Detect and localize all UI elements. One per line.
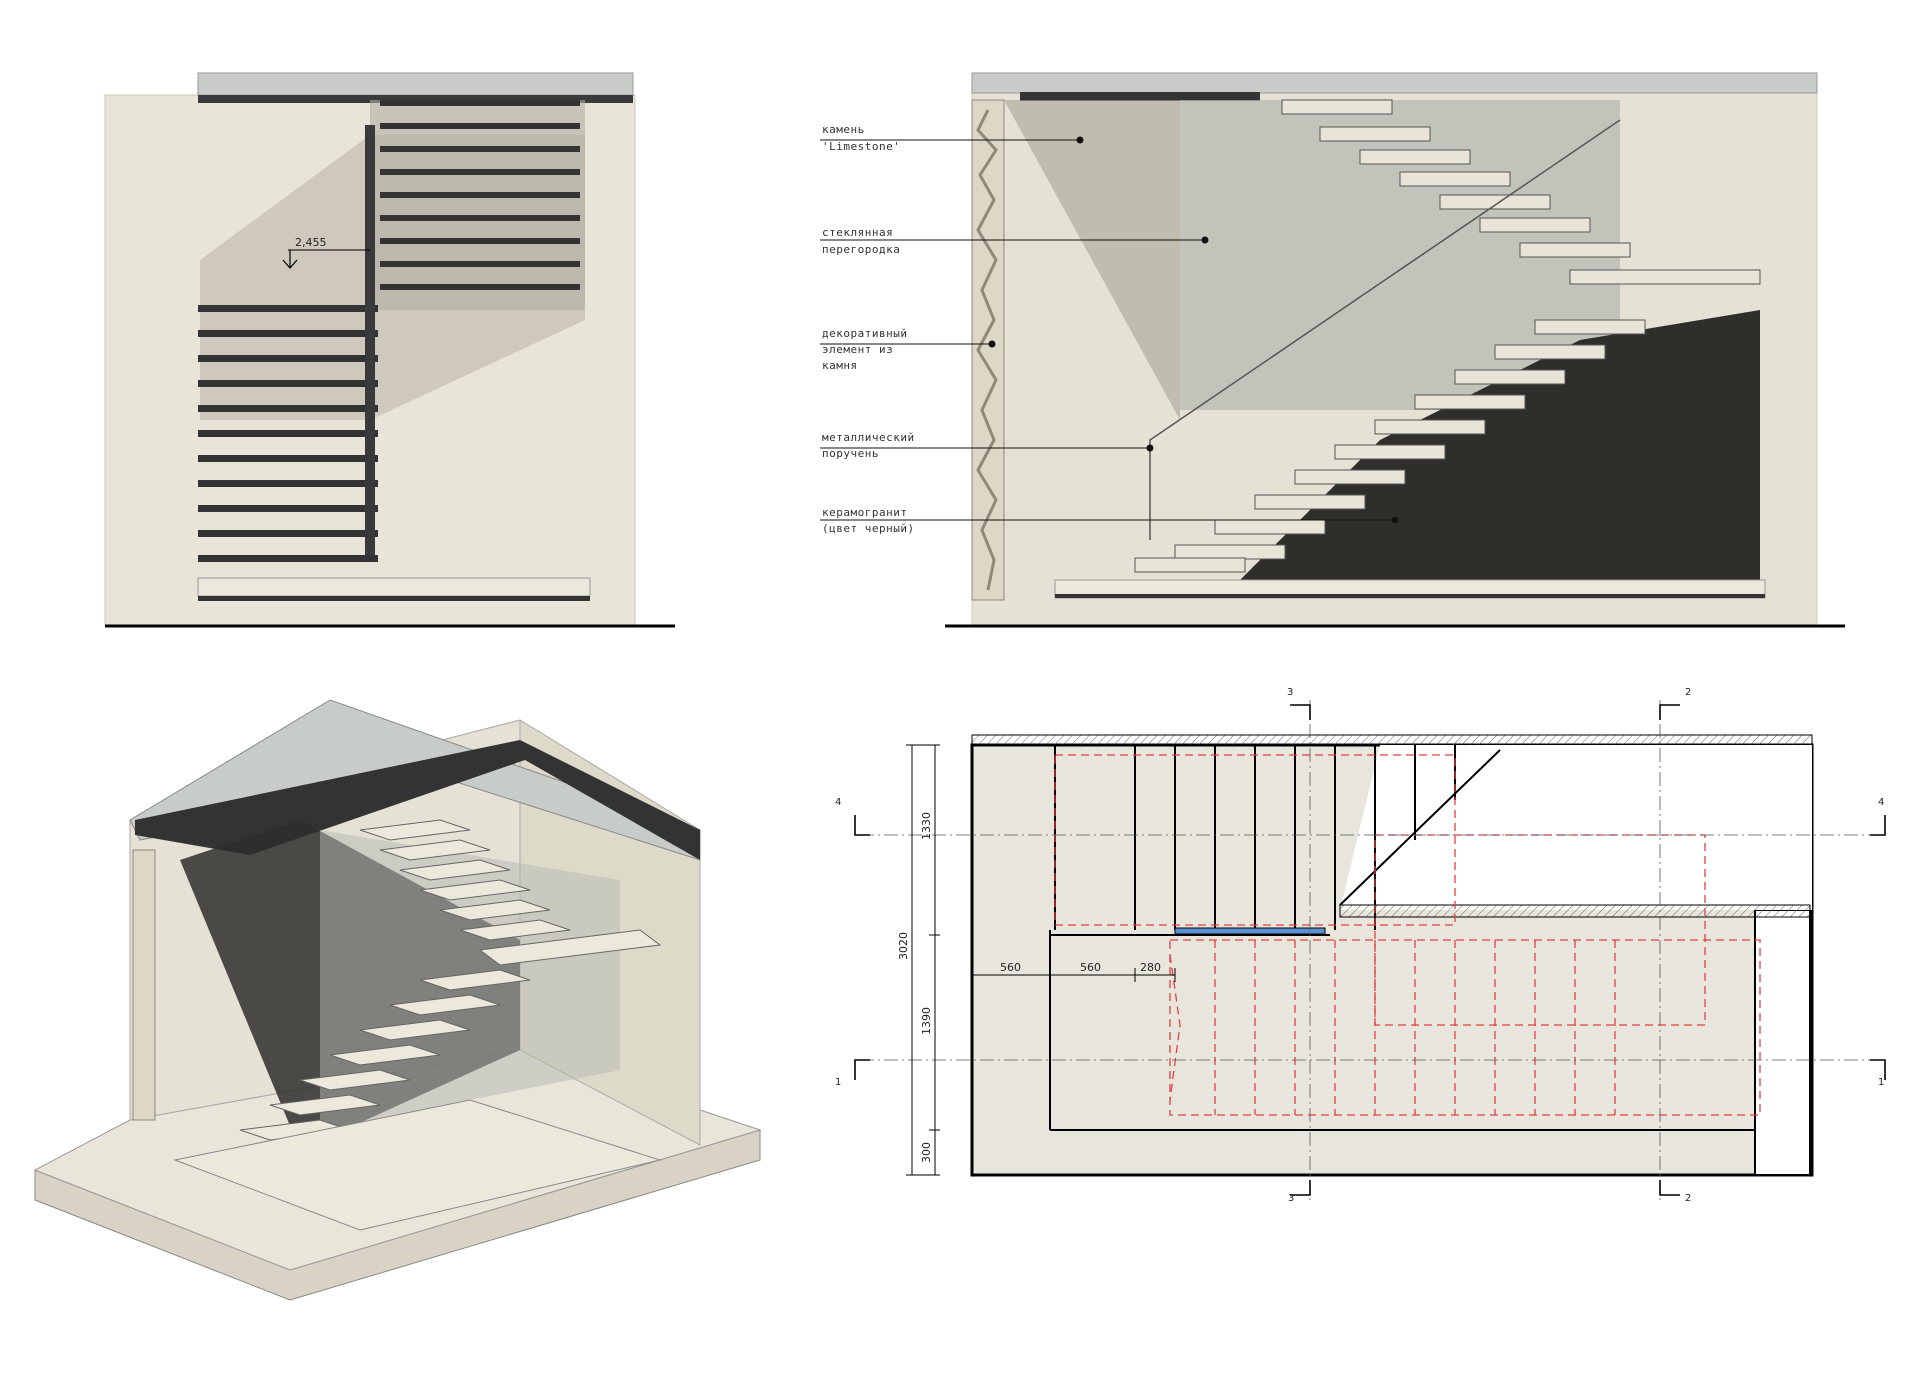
axo-treads	[239, 819, 662, 1141]
callout-limestone: камень 'Limestone'	[822, 123, 900, 153]
section-mark-2-bottom: 2	[1685, 1193, 1691, 1204]
ceiling-edge	[198, 95, 633, 103]
ceiling-slab	[197, 72, 634, 96]
callout-leaders	[820, 136, 1399, 524]
axonometric-view	[33, 699, 762, 1301]
upper-treads	[380, 100, 580, 290]
axo-landing	[173, 1099, 662, 1231]
svg-text:камень: камень	[822, 123, 865, 136]
callout-glass-partition: стеклянная перегородка	[822, 226, 900, 256]
section-mark-2-top: 2	[1685, 687, 1691, 698]
side-elevation: камень 'Limestone' стеклянная перегородк…	[820, 72, 1845, 628]
landing-step	[197, 577, 591, 597]
svg-text:'Limestone': 'Limestone'	[822, 140, 900, 153]
axo-decorative-band	[132, 849, 156, 1121]
front-elevation: 2,455	[104, 72, 675, 628]
svg-text:керамогранит: керамогранит	[822, 506, 907, 519]
svg-text:поручень: поручень	[822, 447, 879, 460]
stair-plan: 3020 1330 1390 300 560 560 280 3 3 2 2 4	[835, 687, 1886, 1204]
callout-porcelain-tile: керамогранит (цвет черный)	[822, 506, 915, 535]
plan-horizontal-dimensions	[971, 968, 1176, 982]
side-ceiling-edge	[1020, 92, 1260, 101]
dim-width-2: 560	[1080, 961, 1101, 974]
section-mark-3-bottom: 3	[1288, 1193, 1294, 1204]
landing-edge	[198, 596, 590, 601]
svg-text:(цвет черный): (цвет черный)	[822, 522, 915, 535]
plan-right-wall-cut	[1754, 909, 1811, 1176]
side-landing-edge	[1055, 594, 1765, 598]
svg-text:стеклянная: стеклянная	[822, 226, 893, 239]
dim-width-1: 560	[1000, 961, 1021, 974]
section-mark-1-left: 1	[835, 1077, 841, 1088]
svg-text:перегородка: перегородка	[822, 243, 900, 256]
plan-blue-strip	[1174, 927, 1326, 935]
svg-text:металлический: металлический	[822, 431, 915, 444]
dim-upper: 1330	[920, 812, 933, 840]
section-mark-3-top: 3	[1287, 687, 1293, 698]
callout-decorative-element: декоративный элемент из камня	[822, 327, 907, 372]
upper-flight-zone	[370, 100, 585, 310]
svg-text:элемент из: элемент из	[822, 343, 893, 356]
handrail-post	[365, 125, 375, 555]
side-ceiling-slab	[971, 72, 1818, 94]
svg-text:декоративный: декоративный	[822, 327, 907, 340]
section-mark-1-right: 1	[1878, 1077, 1884, 1088]
dim-total-height: 3020	[897, 932, 910, 960]
height-mark-text: 2,455	[295, 236, 327, 249]
section-mark-4-left: 4	[835, 797, 841, 808]
side-shadow	[1004, 100, 1180, 420]
callout-metal-handrail: металлический поручень	[822, 431, 915, 460]
dim-bottom: 300	[920, 1142, 933, 1163]
plan-break-line	[1339, 749, 1501, 906]
level-mark-arrow-icon	[282, 259, 298, 269]
plan-void	[1340, 745, 1812, 910]
svg-text:камня: камня	[822, 359, 858, 372]
dim-lower: 1390	[920, 1007, 933, 1035]
dim-width-3: 280	[1140, 961, 1161, 974]
ornament-pattern	[976, 109, 998, 591]
side-handrail	[1149, 119, 1621, 540]
section-markers	[854, 704, 1886, 1196]
section-mark-4-right: 4	[1878, 797, 1884, 808]
plan-hidden-lines	[1054, 754, 1761, 1116]
side-treads	[1134, 99, 1761, 573]
black-porcelain-wall	[1240, 310, 1760, 580]
plan-landing-wall	[1339, 904, 1811, 918]
plan-top-wall	[971, 734, 1813, 746]
plan-axis-lines	[860, 700, 1880, 1200]
plan-vertical-dimensions	[906, 744, 940, 1176]
lower-treads	[198, 305, 378, 562]
